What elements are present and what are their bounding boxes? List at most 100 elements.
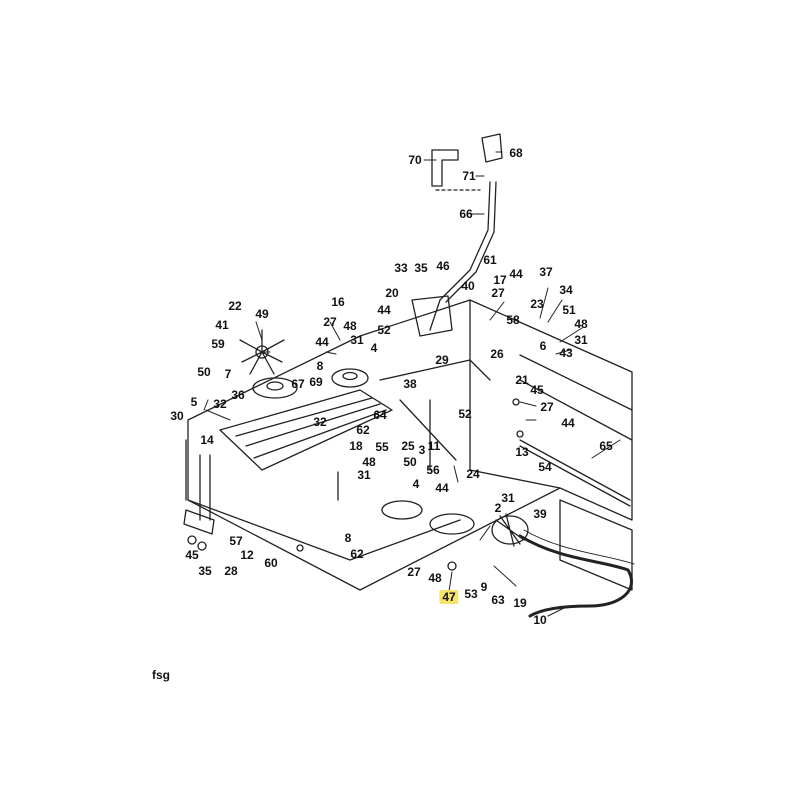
callout-61[interactable]: 61 xyxy=(483,253,497,267)
callout-30[interactable]: 30 xyxy=(170,409,184,423)
callout-44b[interactable]: 44 xyxy=(377,303,391,317)
callout-50b[interactable]: 50 xyxy=(403,455,417,469)
deck-plate-ribs xyxy=(235,397,387,459)
callout-27c[interactable]: 27 xyxy=(540,400,554,414)
callout-57[interactable]: 57 xyxy=(229,534,243,548)
chassis-panel xyxy=(519,354,633,441)
callout-21[interactable]: 21 xyxy=(515,373,529,387)
callout-49[interactable]: 49 xyxy=(255,307,269,321)
center-pulley xyxy=(331,368,369,388)
callout-13[interactable]: 13 xyxy=(515,445,529,459)
callout-46[interactable]: 46 xyxy=(436,259,450,273)
callout-48c[interactable]: 48 xyxy=(362,455,376,469)
callout-48d[interactable]: 48 xyxy=(428,571,442,585)
callout-8[interactable]: 8 xyxy=(316,359,324,373)
callout-59[interactable]: 59 xyxy=(211,337,225,351)
callout-28[interactable]: 28 xyxy=(224,564,238,578)
callout-45b[interactable]: 45 xyxy=(185,548,199,562)
callout-68[interactable]: 68 xyxy=(509,146,523,160)
callout-9[interactable]: 9 xyxy=(480,580,488,594)
callout-14[interactable]: 14 xyxy=(200,433,214,447)
drive-belt xyxy=(518,534,633,618)
callout-35b[interactable]: 35 xyxy=(198,564,212,578)
callout-26[interactable]: 26 xyxy=(490,347,504,361)
callout-67[interactable]: 67 xyxy=(291,377,305,391)
callout-48[interactable]: 48 xyxy=(574,317,588,331)
chassis-frame xyxy=(187,299,633,591)
callout-3[interactable]: 3 xyxy=(418,443,426,457)
callout-70[interactable]: 70 xyxy=(408,153,422,167)
callout-27[interactable]: 27 xyxy=(491,286,505,300)
callout-8b[interactable]: 8 xyxy=(344,531,352,545)
callout-31[interactable]: 31 xyxy=(350,333,364,347)
callout-7[interactable]: 7 xyxy=(224,367,232,381)
callout-44[interactable]: 44 xyxy=(509,267,523,281)
callout-40[interactable]: 40 xyxy=(461,279,475,293)
callout-34[interactable]: 34 xyxy=(559,283,573,297)
callout-39[interactable]: 39 xyxy=(533,507,547,521)
callout-71[interactable]: 71 xyxy=(462,169,476,183)
callout-31c[interactable]: 31 xyxy=(357,468,371,482)
lever-tag xyxy=(431,149,459,187)
callout-51[interactable]: 51 xyxy=(562,303,576,317)
callout-50[interactable]: 50 xyxy=(197,365,211,379)
callout-27d[interactable]: 27 xyxy=(407,565,421,579)
callout-66[interactable]: 66 xyxy=(459,207,473,221)
callout-41[interactable]: 41 xyxy=(215,318,229,332)
callout-11[interactable]: 11 xyxy=(427,439,441,453)
callout-23[interactable]: 23 xyxy=(530,297,544,311)
nut-47 xyxy=(447,561,457,571)
callout-53[interactable]: 53 xyxy=(464,587,478,601)
callout-16[interactable]: 16 xyxy=(331,295,345,309)
callout-6[interactable]: 6 xyxy=(539,339,547,353)
callout-69[interactable]: 69 xyxy=(309,375,323,389)
callout-45[interactable]: 45 xyxy=(530,383,544,397)
callout-12[interactable]: 12 xyxy=(240,548,254,562)
nut-27 xyxy=(512,398,520,406)
callout-64[interactable]: 64 xyxy=(373,408,387,422)
callout-4b[interactable]: 4 xyxy=(412,477,420,491)
callout-31d[interactable]: 31 xyxy=(501,491,515,505)
callout-17[interactable]: 17 xyxy=(493,273,507,287)
control-lever-inner xyxy=(445,181,497,303)
callout-32[interactable]: 32 xyxy=(213,397,227,411)
callout-24[interactable]: 24 xyxy=(466,467,480,481)
callout-38[interactable]: 38 xyxy=(403,377,417,391)
callout-55[interactable]: 55 xyxy=(375,440,389,454)
callout-25[interactable]: 25 xyxy=(401,439,415,453)
callout-60[interactable]: 60 xyxy=(264,556,278,570)
callout-62b[interactable]: 62 xyxy=(350,547,364,561)
leader-lines xyxy=(203,151,621,617)
right-shaft-2 xyxy=(519,445,631,507)
callout-35[interactable]: 35 xyxy=(414,261,428,275)
callout-44c[interactable]: 44 xyxy=(315,335,329,349)
callout-44d[interactable]: 44 xyxy=(561,416,575,430)
callout-5[interactable]: 5 xyxy=(190,395,198,409)
callout-33[interactable]: 33 xyxy=(394,261,408,275)
callout-54[interactable]: 54 xyxy=(538,460,552,474)
callout-19[interactable]: 19 xyxy=(513,596,527,610)
callout-52[interactable]: 52 xyxy=(377,323,391,337)
callout-63[interactable]: 63 xyxy=(491,593,505,607)
callout-10[interactable]: 10 xyxy=(533,613,547,627)
callout-32b[interactable]: 32 xyxy=(313,415,327,429)
callout-36[interactable]: 36 xyxy=(231,388,245,402)
callout-44e[interactable]: 44 xyxy=(435,481,449,495)
callout-58[interactable]: 58 xyxy=(506,313,520,327)
callout-56[interactable]: 56 xyxy=(426,463,440,477)
callout-4[interactable]: 4 xyxy=(370,341,378,355)
callout-48b[interactable]: 48 xyxy=(343,319,357,333)
callout-18[interactable]: 18 xyxy=(349,439,363,453)
callout-43[interactable]: 43 xyxy=(559,346,573,360)
callout-20[interactable]: 20 xyxy=(385,286,399,300)
callout-52b[interactable]: 52 xyxy=(458,407,472,421)
callout-27b[interactable]: 27 xyxy=(323,315,337,329)
callout-62[interactable]: 62 xyxy=(356,423,370,437)
callout-47-highlighted[interactable]: 47 xyxy=(439,590,459,604)
callout-29[interactable]: 29 xyxy=(435,353,449,367)
callout-2[interactable]: 2 xyxy=(494,501,502,515)
callout-31b[interactable]: 31 xyxy=(574,333,588,347)
callout-37[interactable]: 37 xyxy=(539,265,553,279)
callout-65[interactable]: 65 xyxy=(599,439,613,453)
callout-22[interactable]: 22 xyxy=(228,299,242,313)
